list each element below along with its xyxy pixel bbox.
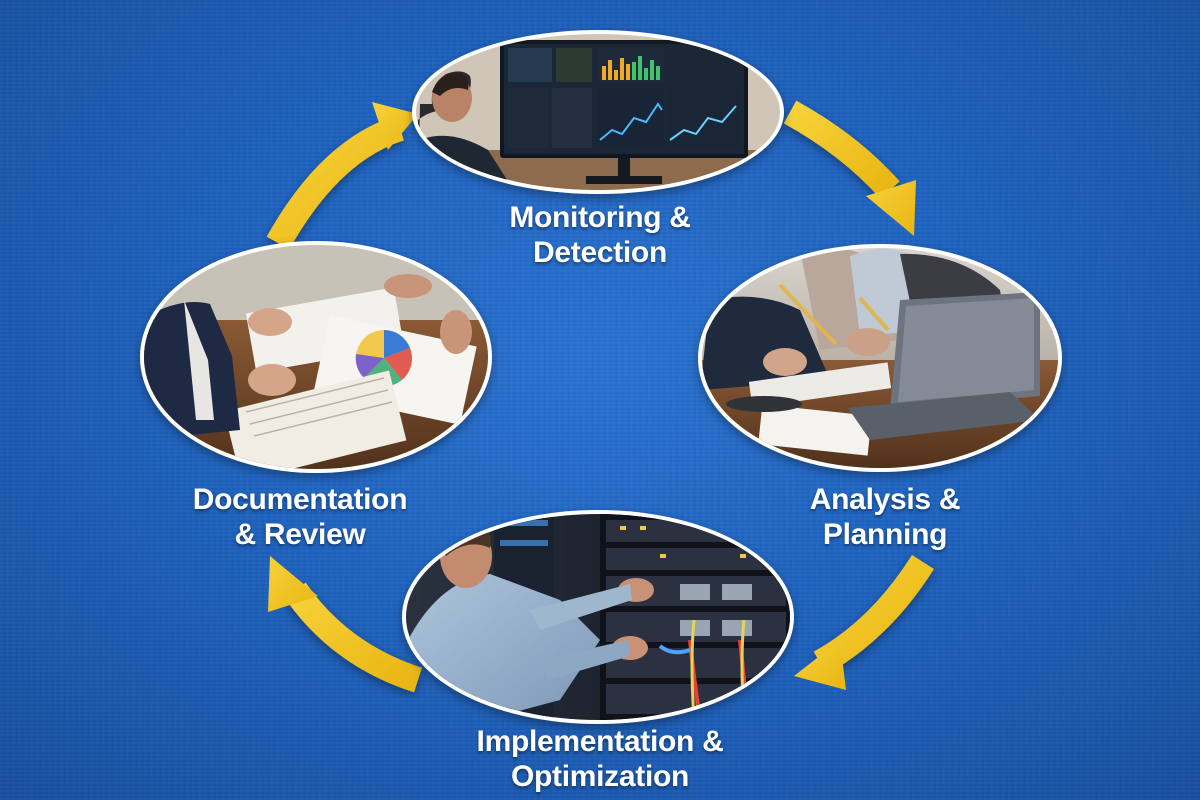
- curved-arrow-icon: [372, 102, 418, 150]
- curved-arrow-icon: [866, 180, 916, 236]
- stage-label-line: & Review: [234, 518, 366, 551]
- arrow-documentation-to-monitoring: [266, 102, 418, 250]
- arrow-implementation-to-documentation: [268, 556, 423, 693]
- stage-label-line: Documentation: [192, 483, 408, 516]
- stage-label-line: Analysis &: [809, 483, 961, 516]
- photo-analysis: [698, 244, 1062, 472]
- curved-arrow-icon: [794, 640, 846, 690]
- arrow-monitoring-to-analysis: [783, 100, 916, 236]
- stage-label-line: Planning: [822, 518, 948, 551]
- stage-label-line: Optimization: [510, 760, 690, 793]
- stage-label-line: Implementation &: [476, 725, 724, 758]
- stage-label-implementation: Implementation & Optimization: [430, 724, 770, 794]
- photo-documentation: [140, 241, 492, 473]
- stage-label-documentation: Documentation & Review: [175, 482, 425, 552]
- stage-label-line: Detection: [533, 236, 667, 269]
- curved-arrow-icon: [268, 556, 318, 612]
- arrow-analysis-to-implementation: [794, 555, 934, 690]
- photo-implementation: [402, 510, 794, 724]
- photo-monitoring: [412, 30, 784, 194]
- stage-label-analysis: Analysis & Planning: [760, 482, 1010, 552]
- stage-label-line: Monitoring &: [509, 201, 691, 234]
- stage-label-monitoring: Monitoring & Detection: [480, 200, 720, 270]
